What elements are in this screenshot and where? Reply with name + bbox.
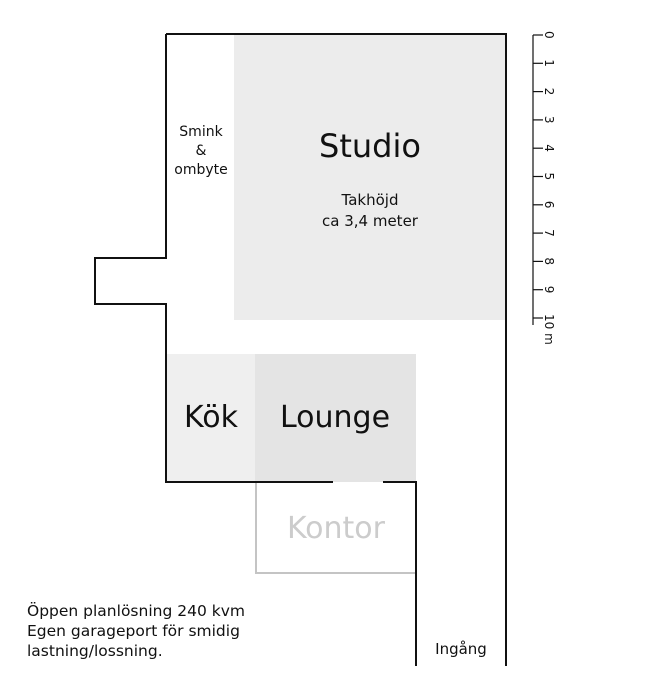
scale-tick-label: 8 — [542, 257, 556, 265]
kitchen-label: Kök — [184, 400, 239, 435]
studio-label: Studio — [319, 127, 421, 165]
studio-ceiling-label: Takhöjd — [341, 191, 399, 209]
description-notes: Öppen planlösning 240 kvm Egen garagepor… — [27, 601, 245, 661]
scale-tick-label: 10 m — [542, 314, 556, 345]
walls — [94, 33, 507, 666]
scale-tick-label: 6 — [542, 201, 556, 209]
scale-tick-label: 9 — [542, 286, 556, 294]
makeup-label-line2: & — [196, 143, 207, 159]
note-line-2: Egen garageport för smidig — [27, 622, 240, 640]
note-line-3: lastning/lossning. — [27, 642, 163, 660]
lounge-label: Lounge — [280, 400, 390, 435]
scale-bar — [532, 34, 543, 325]
studio-ceiling-height: ca 3,4 meter — [322, 212, 419, 230]
lounge-area — [255, 354, 416, 482]
scale-tick-label: 2 — [542, 88, 556, 96]
scale-tick-label: 0 — [542, 31, 556, 39]
entrance-label: Ingång — [435, 640, 487, 658]
kitchen-area — [167, 354, 255, 482]
scale-tick-label: 7 — [542, 229, 556, 237]
scale-tick-label: 1 — [542, 59, 556, 67]
scale-tick-label: 4 — [542, 144, 556, 152]
scale-labels: 0 1 2 3 4 5 6 7 8 9 10 m — [542, 31, 556, 345]
scale-tick-label: 3 — [542, 116, 556, 124]
office-outline — [255, 482, 416, 574]
studio-area — [234, 35, 506, 320]
makeup-label-line3: ombyte — [174, 162, 227, 178]
office-label: Kontor — [287, 511, 386, 546]
scale-tick-label: 5 — [542, 173, 556, 181]
note-line-1: Öppen planlösning 240 kvm — [27, 602, 245, 620]
makeup-label-line1: Smink — [179, 124, 223, 140]
